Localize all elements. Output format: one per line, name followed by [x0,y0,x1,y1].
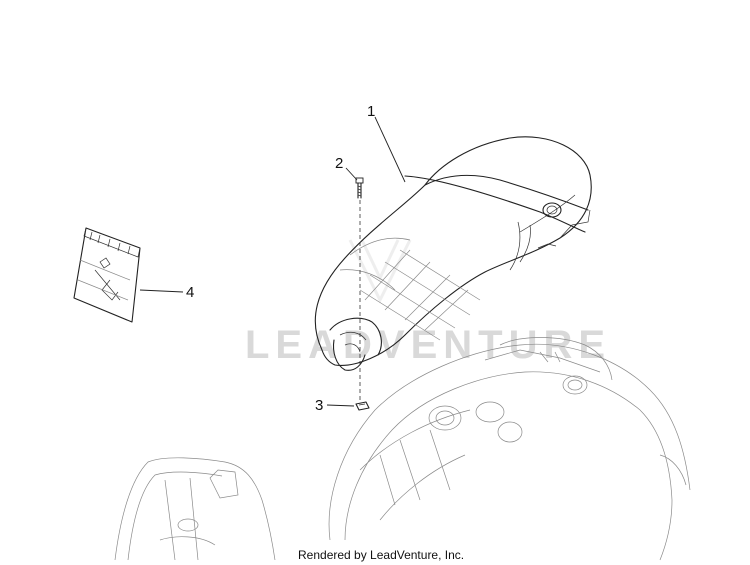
leader-line-1 [374,116,406,183]
callout-3[interactable]: 3 [315,397,323,414]
callout-1[interactable]: 1 [367,103,375,120]
callout-4[interactable]: 4 [186,284,194,301]
footer-credit: Rendered by LeadVenture, Inc. [298,548,464,562]
screw-illustration [355,177,364,199]
leader-line-2 [345,167,358,181]
leader-line-3 [326,404,355,407]
seat-illustration [314,136,592,371]
leader-line-4 [139,289,184,293]
frame-fragment-illustration [114,457,276,561]
scooter-body-illustration [328,337,691,561]
clip-nut-illustration [355,401,370,411]
watermark: LEADVENTURE [245,323,611,367]
callout-2[interactable]: 2 [335,155,343,172]
tool-kit-bag-illustration [73,227,141,323]
